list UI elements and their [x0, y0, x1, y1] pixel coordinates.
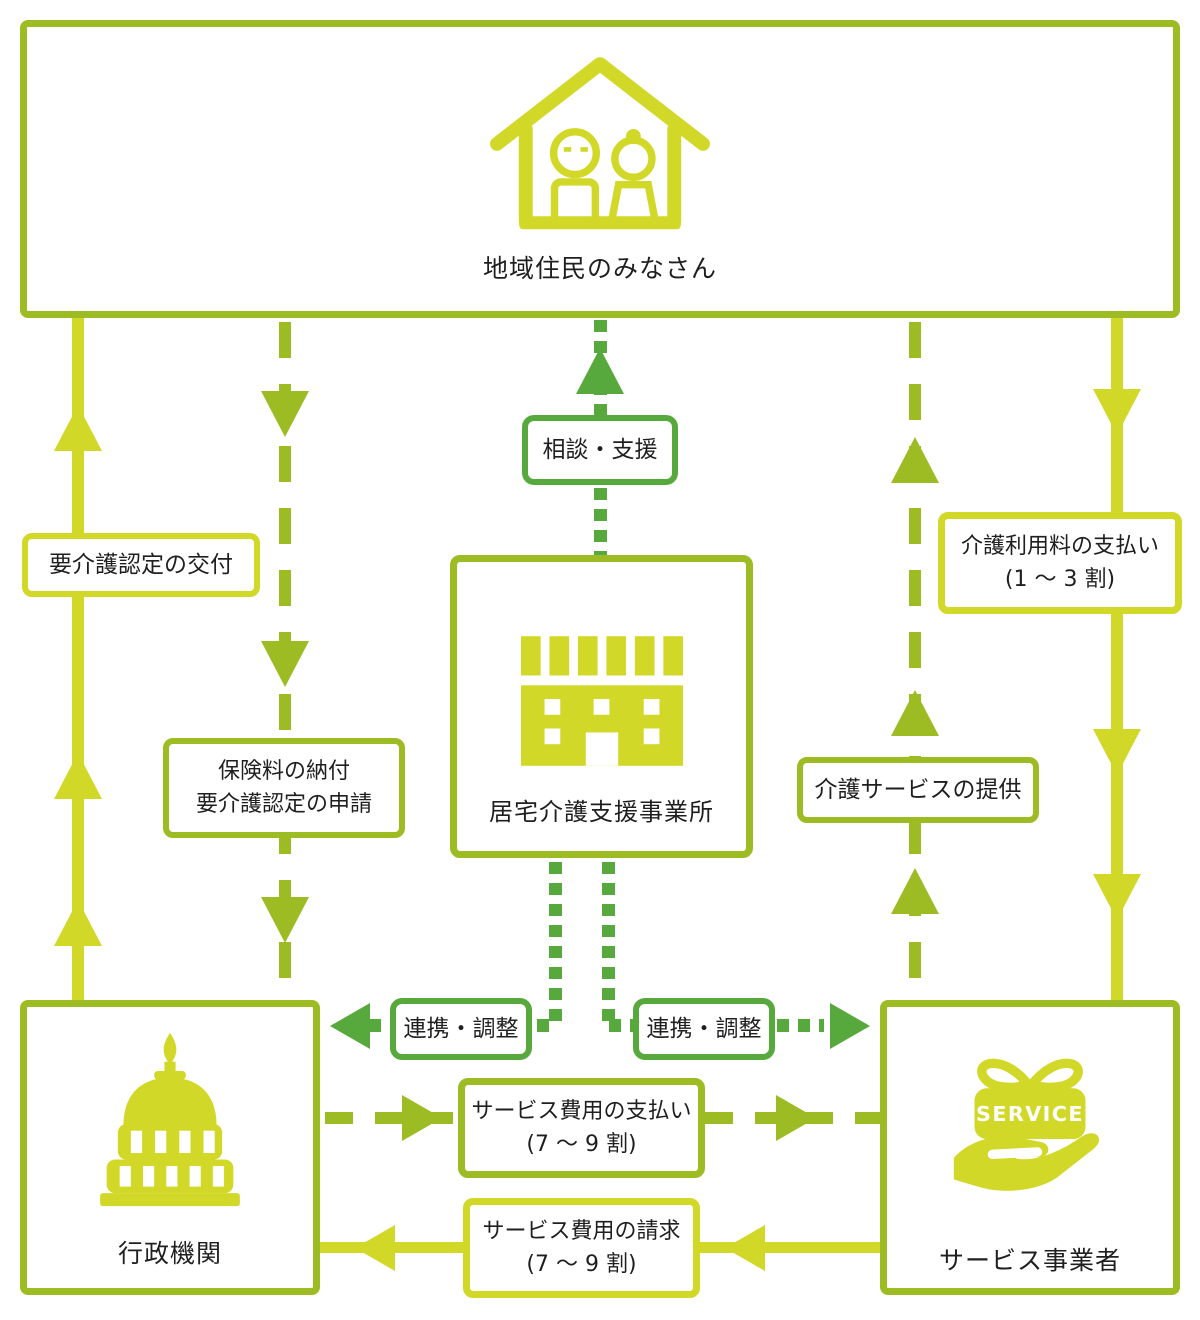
tag-text-line2: (7 ～ 9 割) — [526, 1252, 637, 1277]
office-building-icon — [520, 636, 683, 766]
tag-text: 介護サービスの提供 — [814, 776, 1022, 803]
tag-text: 連携・調整 — [646, 1015, 762, 1042]
tag-usage-fee: 介護利用料の支払い (1 ～ 3 割) — [938, 512, 1182, 614]
arrowhead-right-icon — [402, 1095, 442, 1141]
arrowhead-up-icon — [54, 753, 102, 799]
house-elderly-couple-icon — [490, 57, 710, 230]
arrowhead-up-icon — [576, 348, 624, 394]
arrowhead-down-icon — [261, 391, 309, 437]
government-label: 行政機関 — [117, 1239, 222, 1268]
node-residents: 地域住民のみなさん — [20, 20, 1180, 318]
tag-consult-support: 相談・支援 — [522, 415, 678, 485]
tag-text-line2: (7 ～ 9 割) — [526, 1132, 637, 1157]
node-service-provider: SERVICE サービス事業者 — [880, 1000, 1180, 1295]
residents-label: 地域住民のみなさん — [482, 254, 717, 283]
arrowhead-down-icon — [1093, 389, 1141, 435]
arrowhead-up-icon — [54, 405, 102, 451]
node-care-office: 居宅介護支援事業所 — [450, 555, 753, 858]
arrowhead-down-icon — [1093, 729, 1141, 775]
tag-text-line1: 介護利用料の支払い — [960, 534, 1159, 559]
connector-coordination-drop-left — [549, 862, 562, 1025]
tag-text-line2: (1 ～ 3 割) — [1004, 567, 1116, 592]
tag-service-cost-payment: サービス費用の支払い (7 ～ 9 割) — [458, 1078, 705, 1178]
tag-coordination-left: 連携・調整 — [390, 998, 532, 1060]
arrowhead-down-icon — [261, 897, 309, 943]
tag-text: 連携・調整 — [403, 1015, 519, 1042]
tag-coordination-right: 連携・調整 — [633, 998, 775, 1060]
government-building-icon — [100, 1032, 240, 1207]
arrowhead-down-icon — [261, 641, 309, 687]
arrowhead-down-icon — [1093, 874, 1141, 920]
gift-service-text: SERVICE — [976, 1102, 1084, 1126]
service-provider-label: サービス事業者 — [938, 1246, 1121, 1275]
arrowhead-up-icon — [891, 868, 939, 914]
arrowhead-left-icon — [355, 1225, 395, 1271]
tag-text: 相談・支援 — [542, 436, 658, 463]
tag-text-line1: サービス費用の支払い — [471, 1099, 692, 1124]
service-gift-hand-icon: SERVICE — [953, 1058, 1100, 1191]
node-government: 行政機関 — [20, 1000, 320, 1295]
tag-text-line2: 要介護認定の申請 — [195, 792, 372, 817]
arrowhead-right-icon — [776, 1095, 816, 1141]
connector-service-billing-right — [700, 1242, 880, 1253]
tag-care-service-provision: 介護サービスの提供 — [797, 757, 1039, 823]
tag-certification-grant: 要介護認定の交付 — [22, 533, 260, 597]
tag-premium-payment: 保険料の納付 要介護認定の申請 — [163, 738, 405, 838]
connector-certification-grant — [72, 318, 84, 1000]
tag-text: 要介護認定の交付 — [49, 551, 233, 578]
arrowhead-left-icon — [725, 1225, 765, 1271]
care-office-label: 居宅介護支援事業所 — [489, 798, 714, 826]
connector-usage-fee — [1111, 318, 1123, 1000]
connector-care-service-provision — [909, 322, 921, 998]
tag-text-line1: 保険料の納付 — [217, 759, 350, 784]
arrowhead-right-icon — [830, 1003, 870, 1049]
tag-service-cost-billing: サービス費用の請求 (7 ～ 9 割) — [463, 1198, 700, 1298]
tag-text-line1: サービス費用の請求 — [482, 1219, 681, 1244]
connector-coordination-drop-right — [602, 862, 615, 1025]
arrowhead-left-icon — [330, 1003, 370, 1049]
arrowhead-up-icon — [891, 437, 939, 483]
arrowhead-up-icon — [54, 900, 102, 946]
arrowhead-up-icon — [891, 690, 939, 736]
